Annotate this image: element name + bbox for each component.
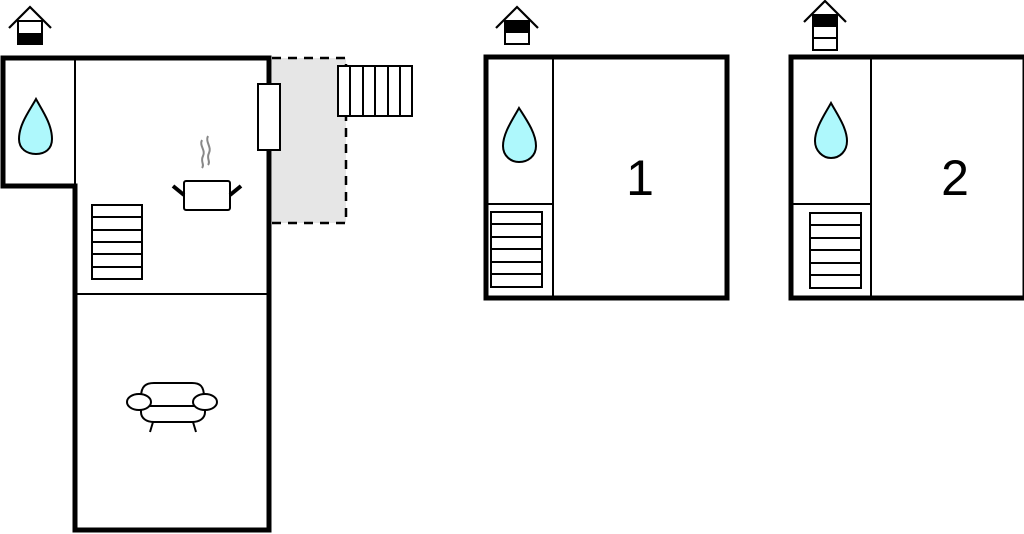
floor-number-label: 1 bbox=[626, 150, 654, 206]
staircase-icon bbox=[809, 212, 862, 289]
house-level-ground-icon bbox=[8, 5, 52, 45]
house-level-second-icon bbox=[803, 0, 847, 51]
water-drop-icon bbox=[501, 106, 538, 164]
floor-2: 2 bbox=[788, 0, 1024, 301]
cooking-pot-icon bbox=[171, 135, 243, 211]
water-drop-icon bbox=[17, 96, 54, 156]
floor-1: 1 bbox=[483, 5, 730, 301]
sofa-icon bbox=[126, 382, 218, 433]
staircase-icon bbox=[490, 211, 543, 288]
exterior-walls bbox=[0, 55, 272, 533]
house-level-first-icon bbox=[495, 5, 539, 45]
water-drop-icon bbox=[813, 100, 849, 160]
outdoor-steps-icon bbox=[337, 65, 413, 117]
terrace bbox=[272, 56, 348, 225]
entrance-door[interactable] bbox=[257, 83, 281, 151]
floor-number-label: 2 bbox=[941, 150, 969, 206]
exterior-walls bbox=[483, 54, 730, 301]
ground-floor bbox=[0, 5, 413, 533]
exterior-walls bbox=[788, 54, 1024, 301]
staircase-icon bbox=[91, 204, 143, 280]
